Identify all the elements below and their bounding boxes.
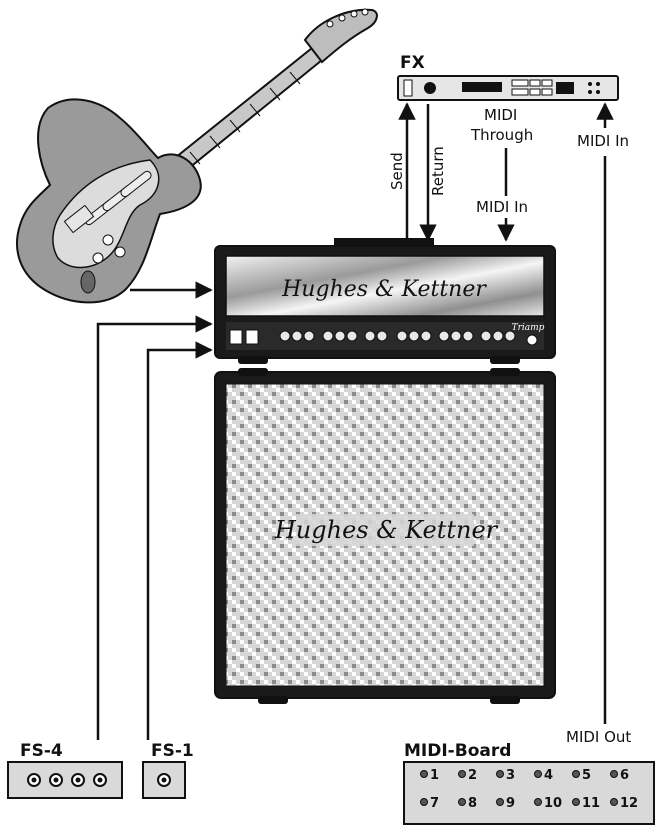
- fs4-label: FS-4: [20, 741, 63, 761]
- fx-unit: [397, 75, 619, 101]
- amp-brand-logo: Hughes & Kettner: [281, 277, 487, 302]
- midi-button-number: 1: [430, 768, 439, 783]
- midi-board-button-5: 5: [572, 768, 591, 783]
- midi-board-label: MIDI-Board: [404, 741, 511, 761]
- amp-model-logo: Triamp: [512, 323, 545, 333]
- midi-button-led: [610, 770, 618, 778]
- midi-board-button-3: 3: [496, 768, 515, 783]
- midi-board-button-6: 6: [610, 768, 629, 783]
- fs1-label: FS-1: [151, 741, 194, 761]
- midi-button-led: [458, 770, 466, 778]
- fs1-cable: [146, 341, 213, 740]
- midi-button-number: 9: [506, 796, 515, 811]
- cabinet-logo-backdrop: [296, 514, 474, 546]
- midi-button-led: [534, 770, 542, 778]
- midi-button-number: 4: [544, 768, 553, 783]
- midi-in-amp-label: MIDI In: [577, 132, 629, 150]
- midi-button-number: 6: [620, 768, 629, 783]
- midi-button-number: 10: [544, 796, 562, 811]
- midi-in-fx-label: MIDI In: [476, 198, 528, 216]
- midi-button-led: [458, 798, 466, 806]
- midi-board-button-12: 12: [610, 796, 638, 811]
- midi-button-led: [496, 798, 504, 806]
- midi-button-number: 3: [506, 768, 515, 783]
- fx-label: FX: [400, 53, 425, 73]
- fs4-cable: [96, 315, 213, 740]
- midi-button-led: [420, 770, 428, 778]
- midi-board-button-2: 2: [458, 768, 477, 783]
- midi-button-led: [420, 798, 428, 806]
- electric-guitar-icon: [16, 8, 378, 304]
- midi-board-button-7: 7: [420, 796, 439, 811]
- midi-button-number: 5: [582, 768, 591, 783]
- midi-button-number: 8: [468, 796, 477, 811]
- midi-button-number: 11: [582, 796, 600, 811]
- midi-board-button-10: 10: [534, 796, 562, 811]
- midi-button-led: [572, 798, 580, 806]
- midi-board-button-11: 11: [572, 796, 600, 811]
- midi-through-label-line2: Through: [470, 126, 533, 144]
- midi-board-button-1: 1: [420, 768, 439, 783]
- midi-button-number: 12: [620, 796, 638, 811]
- midi-board-button-4: 4: [534, 768, 553, 783]
- midi-button-led: [610, 798, 618, 806]
- midi-button-number: 2: [468, 768, 477, 783]
- send-label: Send: [388, 152, 406, 190]
- midi-button-led: [496, 770, 504, 778]
- midi-button-led: [572, 770, 580, 778]
- amp-head: [214, 238, 556, 364]
- midi-through-label-line1: MIDI: [484, 106, 517, 124]
- midi-board-button-8: 8: [458, 796, 477, 811]
- midi-button-led: [534, 798, 542, 806]
- cabinet-brand-logo: Hughes & Kettner: [274, 516, 499, 544]
- fs1-footswitch: [142, 761, 186, 799]
- return-label: Return: [429, 146, 447, 196]
- fs4-footswitch: [7, 761, 123, 799]
- midi-out-label: MIDI Out: [566, 728, 631, 746]
- midi-board-button-9: 9: [496, 796, 515, 811]
- midi-button-number: 7: [430, 796, 439, 811]
